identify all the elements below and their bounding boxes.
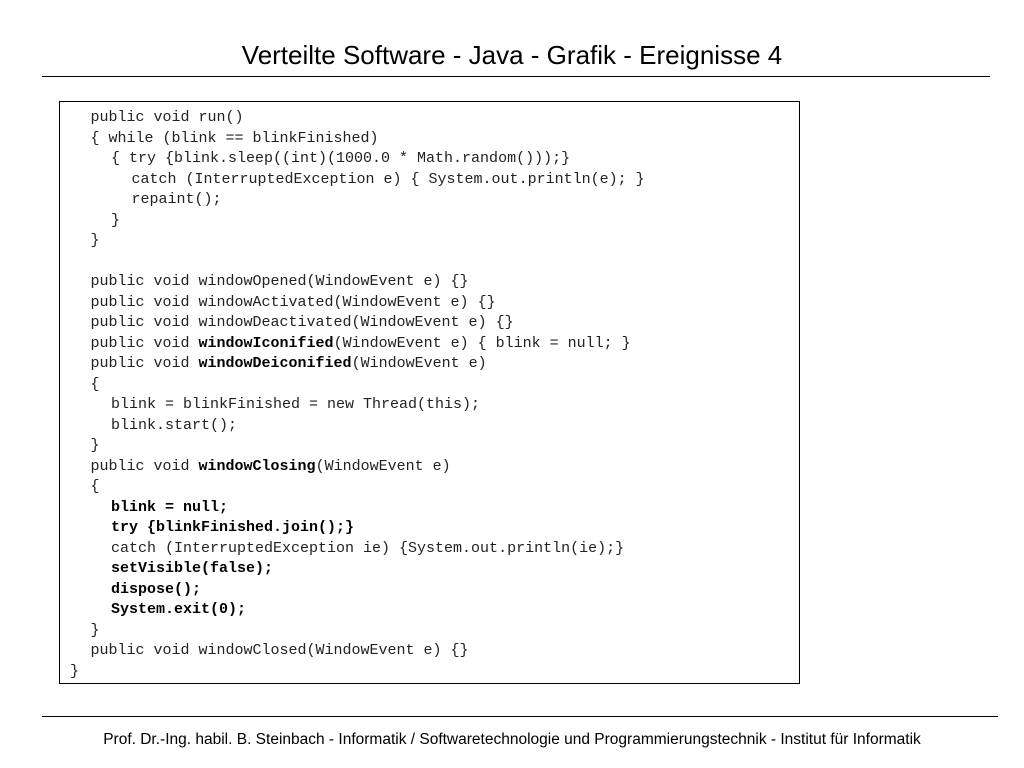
- code-line: { try {blink.sleep((int)(1000.0 * Math.r…: [60, 149, 799, 170]
- code-keyword-highlight: setVisible(false);: [111, 560, 274, 577]
- code-line: blink = null;: [60, 498, 799, 519]
- code-text: {: [90, 375, 100, 393]
- code-line: [60, 252, 799, 273]
- code-line: {: [60, 375, 799, 396]
- code-text: catch (InterruptedException e) { System.…: [131, 170, 645, 188]
- code-text: blink = blinkFinished = new Thread(this)…: [111, 396, 481, 413]
- code-line: blink.start();: [60, 416, 799, 437]
- code-text: public void run(): [90, 109, 244, 126]
- code-keyword-highlight: windowIconified: [198, 334, 334, 352]
- code-text: }: [90, 232, 100, 249]
- slide-title: Verteilte Software - Java - Grafik - Ere…: [241, 40, 783, 70]
- code-line: try {blinkFinished.join();}: [60, 518, 799, 539]
- code-text: blink.start();: [111, 416, 238, 434]
- code-line: }: [60, 436, 799, 457]
- code-keyword-highlight: windowClosing: [198, 457, 316, 475]
- code-text: }: [111, 211, 121, 229]
- code-keyword-highlight: windowDeiconified: [198, 355, 352, 372]
- code-line: }: [60, 231, 799, 252]
- code-line: }: [60, 621, 799, 642]
- code-line: public void windowClosed(WindowEvent e) …: [60, 641, 799, 662]
- code-text: (WindowEvent e): [315, 457, 451, 475]
- code-line: catch (InterruptedException e) { System.…: [60, 170, 799, 191]
- footer-divider: [42, 716, 998, 717]
- code-text: }: [90, 621, 100, 639]
- code-text: public void windowOpened(WindowEvent e) …: [90, 273, 469, 290]
- code-text: repaint();: [131, 191, 222, 208]
- code-line: dispose();: [60, 580, 799, 601]
- code-line: catch (InterruptedException ie) {System.…: [60, 539, 799, 560]
- code-line: }: [60, 662, 799, 683]
- code-line: public void windowClosing(WindowEvent e): [60, 457, 799, 478]
- code-line: System.exit(0);: [60, 600, 799, 621]
- code-text: }: [70, 662, 80, 680]
- code-text: public void windowActivated(WindowEvent …: [90, 293, 496, 311]
- code-keyword-highlight: blink = null;: [111, 498, 229, 516]
- code-keyword-highlight: System.exit(0);: [111, 601, 247, 618]
- code-text: public void: [90, 334, 199, 352]
- code-keyword-highlight: try {blinkFinished.join();}: [111, 519, 355, 536]
- code-text: public void windowClosed(WindowEvent e) …: [90, 642, 469, 659]
- code-line: { while (blink == blinkFinished): [60, 129, 799, 150]
- code-text: { try {blink.sleep((int)(1000.0 * Math.r…: [111, 150, 571, 167]
- code-keyword-highlight: dispose();: [111, 580, 202, 598]
- code-line: }: [60, 211, 799, 232]
- code-text: {: [90, 478, 100, 495]
- code-text: }: [90, 437, 100, 454]
- code-text: (WindowEvent e): [351, 355, 487, 372]
- code-line: public void windowDeiconified(WindowEven…: [60, 354, 799, 375]
- slide-footer: Prof. Dr.-Ing. habil. B. Steinbach - Inf…: [103, 731, 921, 748]
- code-line: setVisible(false);: [60, 559, 799, 580]
- code-text: (WindowEvent e) { blink = null; }: [333, 334, 631, 352]
- code-line: repaint();: [60, 190, 799, 211]
- code-line: {: [60, 477, 799, 498]
- code-text: catch (InterruptedException ie) {System.…: [111, 539, 625, 557]
- code-text: public void: [90, 457, 199, 475]
- code-text: { while (blink == blinkFinished): [90, 129, 379, 147]
- code-line: public void windowIconified(WindowEvent …: [60, 334, 799, 355]
- code-line: public void windowOpened(WindowEvent e) …: [60, 272, 799, 293]
- code-text: public void: [90, 355, 199, 372]
- code-line: blink = blinkFinished = new Thread(this)…: [60, 395, 799, 416]
- code-line: public void windowActivated(WindowEvent …: [60, 293, 799, 314]
- code-text: public void windowDeactivated(WindowEven…: [90, 314, 514, 331]
- title-divider: [42, 76, 990, 77]
- code-line: public void windowDeactivated(WindowEven…: [60, 313, 799, 334]
- code-listing: public void run() { while (blink == blink…: [59, 101, 800, 684]
- code-line: public void run(): [60, 108, 799, 129]
